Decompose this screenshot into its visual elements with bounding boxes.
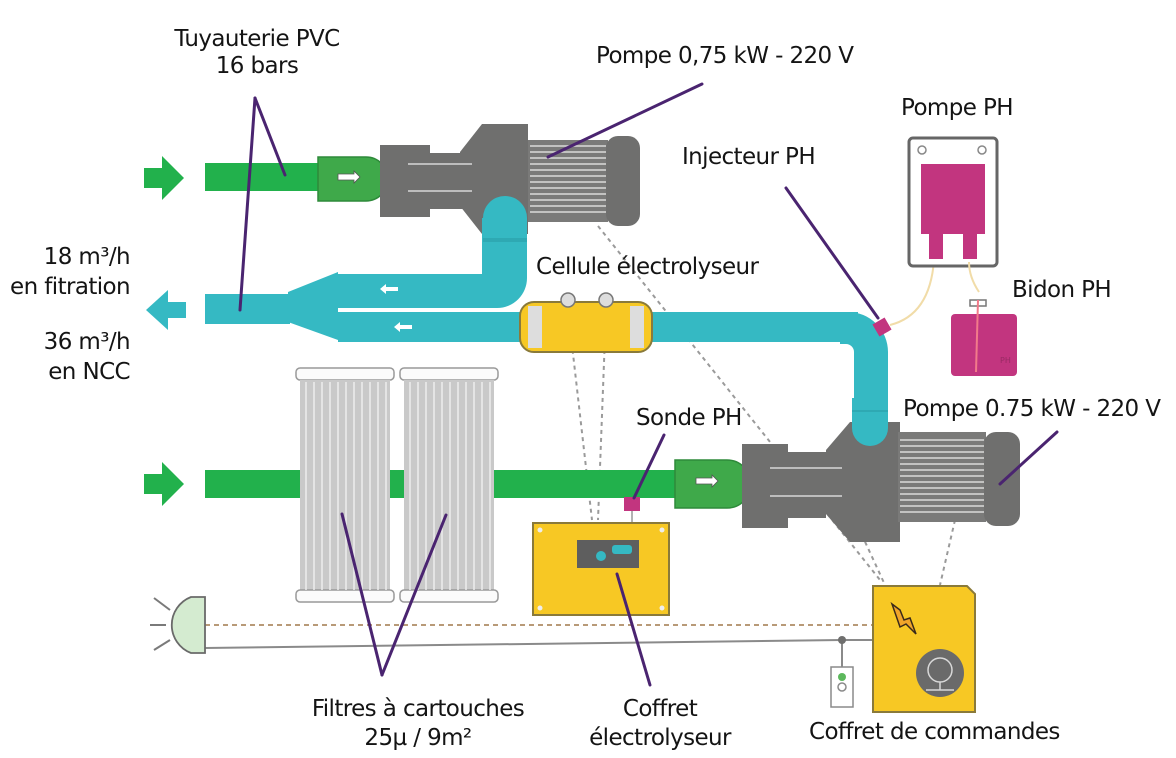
label-probe: Sonde PH <box>636 405 742 431</box>
arrow-right-icon <box>144 156 184 200</box>
arrow-left-icon <box>146 290 186 330</box>
labels: Tuyauterie PVC 16 bars Pompe 0,75 kW - 2… <box>10 26 1162 751</box>
electrolysis-cell <box>519 292 653 353</box>
top-suction-line <box>144 156 389 202</box>
filter-cartridge-2 <box>399 367 499 603</box>
tank-mark: PH <box>1000 356 1011 365</box>
display-panel <box>577 540 639 568</box>
top-pump <box>380 124 640 234</box>
flow-arrow-icon <box>337 170 361 184</box>
wire-lamp-switch <box>204 639 843 649</box>
filter-cartridge-1 <box>295 367 395 603</box>
flow-arrow-icon <box>394 322 412 332</box>
flow-arrow-icon <box>380 284 398 294</box>
label-pipe-line1: Tuyauterie PVC <box>173 26 339 52</box>
label-injector: Injecteur PH <box>682 144 815 170</box>
ph-injector <box>872 317 892 337</box>
ph-injection-tube <box>889 259 935 326</box>
wire-bottom-pump-control-b <box>939 519 956 586</box>
label-electro-box-line2: électrolyseur <box>589 725 732 751</box>
main-control-box <box>872 585 976 713</box>
suction-pipe-top <box>205 163 325 191</box>
label-ph-pump: Pompe PH <box>901 95 1013 121</box>
ph-suction-tube <box>968 261 980 293</box>
return-pipe-out <box>205 294 290 324</box>
bottom-pump <box>742 422 1020 542</box>
pool-light-icon <box>150 596 206 654</box>
cartridge-filters <box>295 367 499 603</box>
label-flow1-line1: 18 m³/h <box>44 244 130 270</box>
label-filters-line1: Filtres à cartouches <box>312 696 524 722</box>
label-electro-box-line1: Coffret <box>623 696 698 722</box>
ph-tank: PH <box>951 299 1017 376</box>
label-ph-tank: Bidon PH <box>1012 277 1111 303</box>
label-flow1-line2: en fitration <box>10 274 130 300</box>
ph-probe <box>624 497 640 511</box>
label-pump-bottom: Pompe 0.75 kW - 220 V <box>903 396 1161 422</box>
return-line <box>146 196 888 446</box>
electrolyser-control-box <box>532 522 670 616</box>
bottom-pump-outlet-elbow <box>840 312 888 402</box>
lightning-icon <box>890 601 917 635</box>
main-switch-dial[interactable] <box>916 649 964 697</box>
label-flow2-line1: 36 m³/h <box>44 329 130 355</box>
leader-lines <box>238 82 1059 687</box>
label-pipe-line2: 16 bars <box>216 53 299 79</box>
motor-fins-top <box>530 145 606 213</box>
label-filters-line2: 25µ / 9m² <box>364 725 471 751</box>
label-control-box: Coffret de commandes <box>809 719 1060 745</box>
switch-icon[interactable] <box>830 666 854 708</box>
motor-fins-bottom <box>900 439 984 513</box>
label-cell: Cellule électrolyseur <box>536 254 760 280</box>
flow-arrow-icon <box>695 474 719 488</box>
label-pump-top: Pompe 0,75 kW - 220 V <box>596 43 854 69</box>
ph-pump <box>907 136 999 268</box>
arrow-right-icon <box>144 462 184 506</box>
top-pump-outlet-elbow <box>337 196 527 308</box>
label-flow2-line2: en NCC <box>48 359 130 385</box>
